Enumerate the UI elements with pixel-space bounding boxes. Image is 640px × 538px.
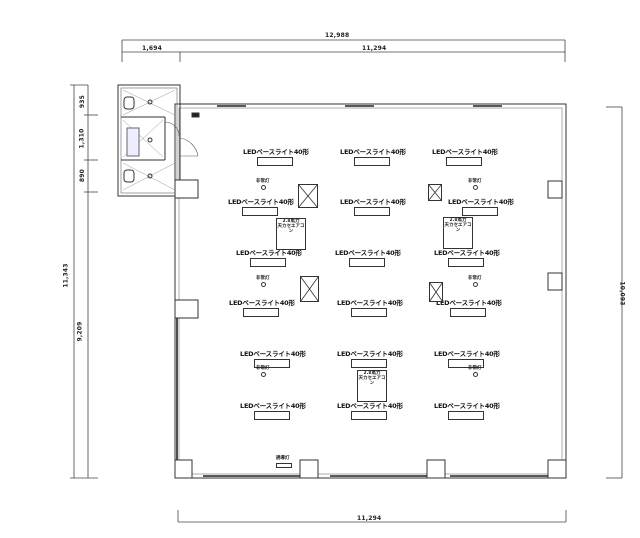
led-fixture-label: LEDベースライト40形: [340, 148, 406, 156]
led-fixture-icon: [351, 359, 387, 368]
led-fixture-label: LEDベースライト40形: [236, 249, 302, 257]
emergency-light-label: 非常灯: [468, 276, 482, 281]
led-fixture-icon: [254, 359, 290, 368]
dimension-left-seg2: 1,310: [78, 128, 86, 149]
dimension-left-total: 11,343: [62, 263, 70, 288]
air-conditioner-unit: 2.8馬力天カセエアコン: [276, 218, 306, 250]
led-fixture-label: LEDベースライト40形: [337, 299, 403, 307]
emergency-light-icon: [473, 185, 478, 190]
led-fixture-label: LEDベースライト40形: [448, 198, 514, 206]
led-fixture-icon: [351, 308, 387, 317]
ac-label-type: 天カセエアコン: [444, 223, 472, 233]
led-fixture-label: LEDベースライト40形: [434, 402, 500, 410]
led-fixture-label: LEDベースライト40形: [434, 249, 500, 257]
emergency-light-label: 非常灯: [468, 179, 482, 184]
led-fixture-label: LEDベースライト40形: [228, 198, 294, 206]
emergency-light-icon: [261, 282, 266, 287]
led-fixture-icon: [250, 258, 286, 267]
guide-light-icon: [276, 463, 292, 468]
dimension-top-left: 1,694: [142, 45, 162, 52]
led-fixture-label: LEDベースライト40形: [229, 299, 295, 307]
led-fixture-label: LEDベースライト40形: [436, 299, 502, 307]
led-fixture-icon: [450, 308, 486, 317]
led-fixture-icon: [242, 207, 278, 216]
led-fixture-icon: [257, 157, 293, 166]
led-fixture-icon: [351, 411, 387, 420]
led-fixture-icon: [349, 258, 385, 267]
led-fixture-icon: [243, 308, 279, 317]
emergency-light-label: 非常灯: [256, 179, 270, 184]
dimension-top-total: 12,988: [325, 32, 350, 39]
emergency-light-icon: [473, 372, 478, 377]
emergency-light-label: 非常灯: [256, 366, 270, 371]
led-fixture-label: LEDベースライト40形: [240, 402, 306, 410]
led-fixture-label: LEDベースライト40形: [337, 402, 403, 410]
led-fixture-icon: [448, 359, 484, 368]
dimension-bottom: 11,294: [357, 515, 382, 522]
led-fixture-label: LEDベースライト40形: [340, 198, 406, 206]
dimension-top-right: 11,294: [362, 45, 387, 52]
led-fixture-label: LEDベースライト40形: [240, 350, 306, 358]
air-conditioner-unit: 2.8馬力天カセエアコン: [357, 370, 387, 402]
ac-label-power: 2.8馬力: [282, 219, 300, 224]
led-fixture-label: LEDベースライト40形: [432, 148, 498, 156]
emergency-light-icon: [261, 372, 266, 377]
ventilator-icon: [298, 184, 318, 208]
ac-label-power: 2.8馬力: [363, 371, 381, 376]
dimension-left-seg1: 935: [79, 94, 87, 109]
led-fixture-label: LEDベースライト40形: [243, 148, 309, 156]
dimension-left-main: 9,209: [76, 321, 84, 342]
ventilator-icon: [300, 276, 319, 302]
led-fixture-icon: [446, 157, 482, 166]
ventilator-icon: [428, 184, 442, 201]
dimension-left-seg3: 890: [79, 168, 87, 183]
ac-label-power: 2.8馬力: [449, 218, 467, 223]
led-fixture-icon: [448, 258, 484, 267]
led-fixture-icon: [354, 157, 390, 166]
led-fixture-icon: [354, 207, 390, 216]
led-fixture-label: LEDベースライト40形: [335, 249, 401, 257]
emergency-light-icon: [261, 185, 266, 190]
emergency-light-icon: [473, 282, 478, 287]
ac-label-type: 天カセエアコン: [358, 376, 386, 386]
ac-label-type: 天カセエアコン: [277, 224, 305, 234]
led-fixture-label: LEDベースライト40形: [434, 350, 500, 358]
led-fixture-icon: [448, 411, 484, 420]
ventilator-icon: [429, 282, 443, 302]
dimension-right-total: 10,093: [618, 281, 626, 306]
air-conditioner-unit: 2.8馬力天カセエアコン: [443, 217, 473, 249]
emergency-light-label: 非常灯: [468, 366, 482, 371]
led-fixture-icon: [462, 207, 498, 216]
led-fixture-label: LEDベースライト40形: [337, 350, 403, 358]
emergency-light-label: 非常灯: [256, 276, 270, 281]
guide-light-label: 誘導灯: [276, 456, 290, 461]
led-fixture-icon: [254, 411, 290, 420]
